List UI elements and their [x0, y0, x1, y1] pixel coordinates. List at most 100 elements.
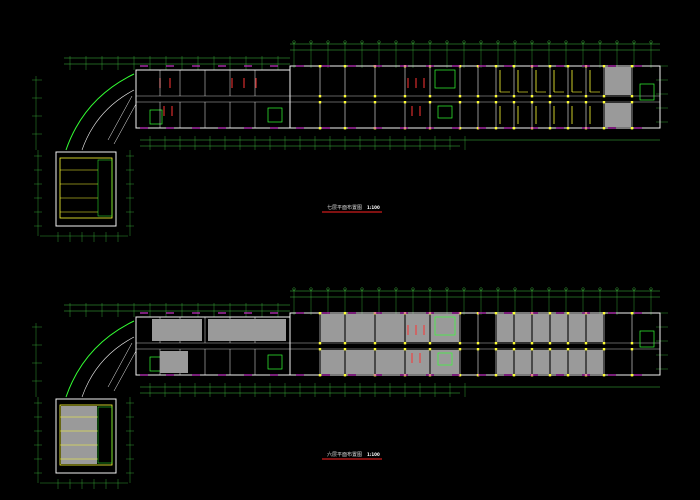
grid-bubble: [377, 40, 381, 44]
column: [512, 374, 516, 377]
column: [458, 342, 462, 345]
grid-bubble: [479, 287, 483, 291]
column: [584, 348, 588, 351]
column: [343, 127, 347, 130]
stair-fixture: [437, 105, 453, 119]
room-hatch-middle: [208, 319, 286, 341]
room-hatch-south: [497, 350, 513, 374]
room-hatch-north: [497, 314, 513, 342]
column: [476, 95, 480, 98]
column: [476, 342, 480, 345]
column: [630, 127, 634, 130]
column: [602, 101, 606, 104]
grid-bubble: [615, 287, 619, 291]
grid-bubble: [462, 40, 466, 44]
plan-title-upper-text: 七层平面布置图: [327, 204, 362, 211]
grid-bubble: [649, 287, 653, 291]
grid-bubble: [649, 40, 653, 44]
stair-fixture: [434, 316, 456, 336]
grid-bubble: [496, 287, 500, 291]
room-hatch-south: [533, 350, 549, 374]
column: [318, 348, 322, 351]
column: [530, 101, 534, 104]
stair-fixture-mid: [267, 354, 283, 370]
room-hatch-north: [533, 314, 549, 342]
column: [373, 101, 377, 104]
column: [602, 342, 606, 345]
column: [458, 348, 462, 351]
connector-diagonal: [113, 103, 137, 145]
column: [476, 101, 480, 104]
room-hatch-north: [346, 314, 374, 342]
grid-bubble: [581, 40, 585, 44]
column: [343, 95, 347, 98]
grid-bubble: [581, 287, 585, 291]
room-hatch-south: [376, 350, 404, 374]
stair-fixture: [437, 352, 453, 366]
column: [512, 65, 516, 68]
column: [548, 312, 552, 315]
column: [548, 374, 552, 377]
grid-bubble: [598, 40, 602, 44]
column: [566, 348, 570, 351]
column: [630, 95, 634, 98]
room-hatch-south: [431, 350, 459, 374]
grid-bubble: [309, 40, 313, 44]
grid-bubble: [564, 287, 568, 291]
southwest-fixture: [97, 159, 113, 217]
grid-bubble: [513, 40, 517, 44]
column: [428, 342, 432, 345]
grid-bubble: [394, 40, 398, 44]
column: [494, 348, 498, 351]
column: [512, 95, 516, 98]
column: [548, 127, 552, 130]
column: [458, 95, 462, 98]
column: [566, 374, 570, 377]
wing-middle-outline: [135, 69, 291, 129]
column: [494, 65, 498, 68]
column: [373, 348, 377, 351]
column: [630, 374, 634, 377]
wing-middle-outline: [135, 316, 291, 376]
stair-fixture-east: [639, 83, 655, 101]
room-hatch-north: [321, 314, 344, 342]
column: [584, 342, 588, 345]
column: [494, 95, 498, 98]
grid-bubble: [598, 287, 602, 291]
room-hatch-south: [406, 350, 429, 374]
southwest-fixture: [97, 406, 113, 464]
column: [548, 95, 552, 98]
floor-plan-lower: [32, 287, 668, 489]
room-hatch-south: [569, 350, 585, 374]
grid-bubble: [377, 287, 381, 291]
room-hatch-south: [346, 350, 374, 374]
column: [373, 95, 377, 98]
column: [602, 348, 606, 351]
southwest-block-outline: [55, 398, 117, 474]
southwest-block-outline: [55, 151, 117, 227]
room-hatch-south: [605, 103, 631, 127]
column: [602, 95, 606, 98]
room-hatch-south: [551, 350, 567, 374]
room-hatch-north: [431, 314, 459, 342]
column: [318, 127, 322, 130]
column: [494, 101, 498, 104]
column: [512, 342, 516, 345]
column: [403, 348, 407, 351]
grid-bubble: [632, 287, 636, 291]
room-hatch-north: [587, 314, 603, 342]
column: [602, 65, 606, 68]
column: [494, 342, 498, 345]
grid-bubble: [479, 40, 483, 44]
column: [530, 95, 534, 98]
stair-fixture-east: [639, 330, 655, 348]
connector-diagonal: [113, 350, 137, 392]
column: [343, 65, 347, 68]
column: [343, 101, 347, 104]
grid-bubble: [564, 40, 568, 44]
column: [318, 95, 322, 98]
column: [343, 312, 347, 315]
column: [548, 342, 552, 345]
room-hatch-south: [515, 350, 531, 374]
